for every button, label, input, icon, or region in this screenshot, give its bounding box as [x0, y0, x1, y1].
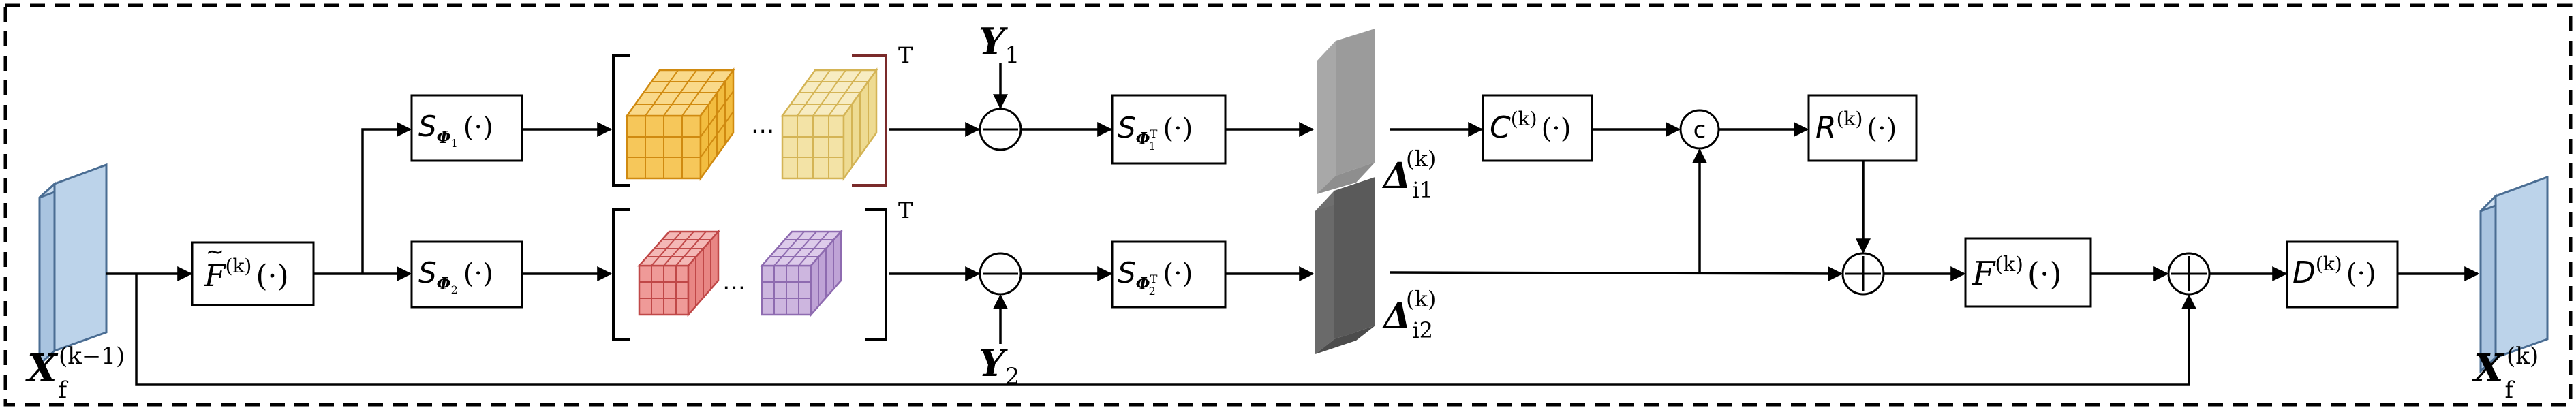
s-phi2-label: SΦ2(·): [418, 256, 493, 296]
y1-label: Y1: [979, 20, 1019, 69]
r-block-label: R(k)(·): [1815, 108, 1897, 145]
purple-cube: [760, 229, 843, 317]
transpose-mark-bottom: T: [898, 198, 913, 223]
residual-slab-1: [1317, 29, 1375, 194]
bracket-left-bottom: [612, 208, 630, 341]
s-phi2-block: [410, 240, 523, 309]
output-block-front: [2479, 193, 2497, 374]
s-phi1-t-label: SΦ1T(·): [1118, 111, 1193, 153]
bracket-right-top: [852, 54, 887, 187]
input-feature-block: [38, 163, 108, 367]
residual-label-1: Δi1(k): [1381, 146, 1436, 203]
output-block-side: [2494, 175, 2549, 360]
s-phi2-t-label: SΦ2T(·): [1118, 256, 1193, 298]
c-block: [1482, 94, 1593, 162]
bracket-right-bottom: [865, 208, 887, 341]
bracket-group-bottom: T ···: [612, 198, 913, 341]
f-block-label: F(k)(·): [1972, 253, 2061, 293]
residual-label-2: Δi2(k): [1381, 286, 1436, 343]
add-node-2: [2167, 252, 2211, 296]
f-tilde-tilde: ~: [206, 238, 224, 264]
red-cube: [637, 229, 720, 317]
outer-dashed-frame: [3, 3, 2573, 407]
bracket-group-top: T ···: [612, 42, 913, 187]
connectors: [106, 63, 2480, 386]
subtract-node-bottom: [979, 252, 1022, 296]
r-block: [1807, 94, 1918, 162]
svg-text:c: c: [1693, 116, 1706, 144]
concat-node: c: [1679, 109, 1720, 150]
residual-slab-2: [1315, 177, 1375, 354]
bracket-left-top: [612, 54, 630, 187]
ellipsis-bottom: ···: [722, 274, 746, 302]
input-feature-label: Xf(k−1): [25, 343, 125, 404]
d-block-label: D(k)(·): [2293, 253, 2376, 290]
s-phi1-label: SΦ1(·): [418, 110, 493, 150]
yellow-cube: [780, 67, 878, 181]
transpose-mark-top: T: [898, 42, 913, 68]
s-phi2-t-block: [1111, 240, 1227, 309]
y2-label: Y2: [979, 341, 1019, 390]
input-block-front: [38, 181, 56, 367]
add-node-1: [1841, 252, 1885, 296]
subtract-node-top: [979, 108, 1022, 151]
output-feature-label: Xf(k): [2472, 343, 2539, 404]
s-phi1-t-block: [1111, 94, 1227, 165]
orange-cube: [625, 67, 735, 181]
ellipsis-top: ···: [751, 118, 774, 146]
input-block-side: [53, 163, 108, 353]
c-block-label: C(k)(·): [1490, 108, 1571, 145]
d-block: [2286, 240, 2399, 309]
f-tilde-label: F(k)(·): [204, 255, 289, 294]
output-feature-block: [2479, 175, 2549, 374]
